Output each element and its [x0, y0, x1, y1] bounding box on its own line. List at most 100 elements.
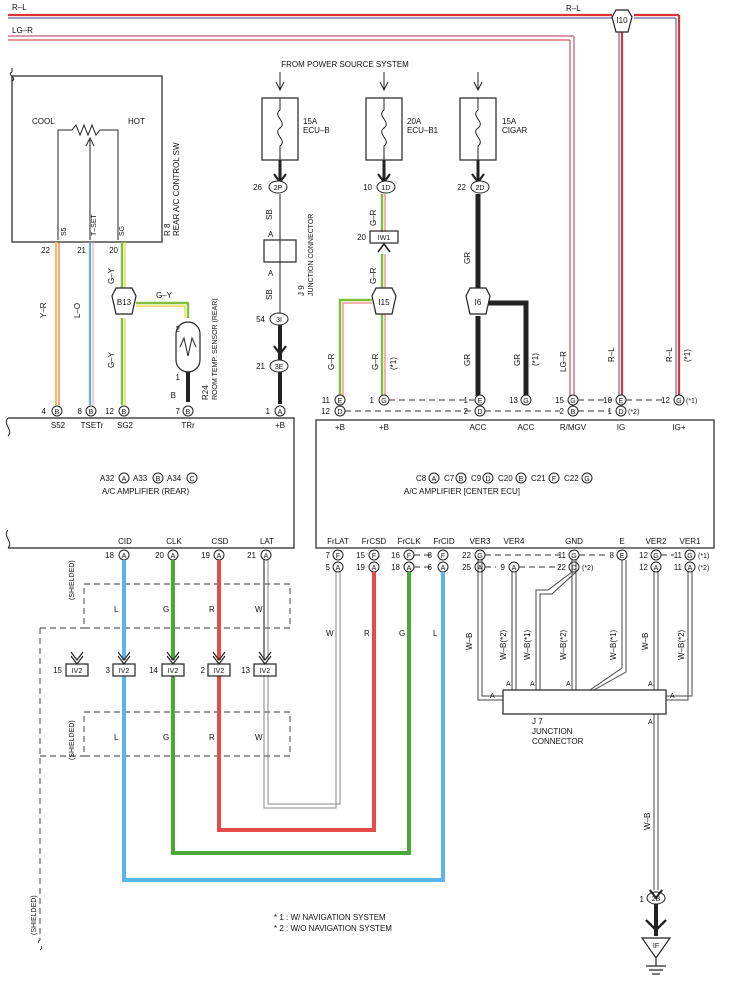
svg-text:SG2: SG2 — [117, 421, 134, 430]
svg-text:(SHIELDED): (SHIELDED) — [31, 895, 38, 935]
svg-text:19: 19 — [356, 563, 365, 572]
svg-text:G: G — [676, 398, 681, 405]
svg-text:1: 1 — [176, 373, 181, 382]
svg-text:A: A — [432, 476, 437, 483]
svg-text:22: 22 — [557, 563, 566, 572]
svg-text:E: E — [478, 398, 483, 405]
svg-text:A: A — [407, 565, 412, 572]
svg-text:B: B — [55, 409, 60, 416]
svg-text:W–B: W–B — [465, 633, 474, 650]
svg-text:11: 11 — [674, 551, 683, 560]
svg-text:IG+: IG+ — [672, 423, 685, 432]
svg-text:FrCLK: FrCLK — [397, 537, 421, 546]
svg-text:20: 20 — [155, 551, 164, 560]
svg-text:GR: GR — [463, 354, 472, 366]
svg-text:A: A — [171, 553, 176, 560]
svg-text:B: B — [89, 409, 94, 416]
svg-text:R24: R24 — [201, 385, 210, 400]
i10-connector: I10 — [611, 9, 633, 33]
svg-text:VER1: VER1 — [680, 537, 701, 546]
svg-text:G–Y: G–Y — [107, 267, 116, 284]
svg-text:G: G — [570, 398, 575, 405]
svg-text:W–B(*1): W–B(*1) — [523, 629, 532, 660]
svg-text:CONNECTOR: CONNECTOR — [532, 737, 584, 746]
svg-text:G: G — [163, 605, 169, 614]
svg-text:A: A — [654, 565, 659, 572]
svg-text:A: A — [688, 565, 693, 572]
svg-text:F: F — [372, 553, 376, 560]
svg-text:22: 22 — [462, 551, 471, 560]
svg-text:VER4: VER4 — [504, 537, 525, 546]
svg-text:IV2: IV2 — [72, 668, 83, 675]
svg-text:26: 26 — [253, 183, 262, 192]
svg-text:A: A — [122, 476, 127, 483]
shield-boxes: (SHIELDED) (SHIELDED) (SHIELDED) — [31, 560, 291, 951]
svg-text:VER3: VER3 — [470, 537, 491, 546]
svg-text:2: 2 — [176, 325, 181, 334]
svg-text:13: 13 — [241, 666, 250, 675]
svg-text:15: 15 — [53, 666, 62, 675]
svg-text:A: A — [530, 681, 535, 688]
wire-label-rl: R–L — [12, 3, 27, 12]
svg-text:G–R: G–R — [327, 353, 336, 370]
j7-junction-connector: A A A A A A A J 7 JUNCTION CONNECTOR — [490, 681, 675, 746]
svg-text:A: A — [264, 553, 269, 560]
svg-text:COOL: COOL — [32, 117, 55, 126]
svg-text:W: W — [255, 605, 263, 614]
svg-text:2: 2 — [560, 407, 565, 416]
svg-text:F: F — [552, 476, 556, 483]
svg-text:IV2: IV2 — [260, 668, 271, 675]
svg-text:W: W — [255, 733, 263, 742]
svg-text:CLK: CLK — [166, 537, 182, 546]
center-feed-wires: G–R G–R G–R G–R (*1) GR GR GR (*1) LG–R … — [327, 194, 692, 396]
svg-text:54: 54 — [256, 315, 265, 324]
svg-text:+B: +B — [335, 423, 345, 432]
rear-amp-bottom-pins: 18 A 20 A 19 A 21 A — [105, 549, 272, 561]
svg-text:2D: 2D — [476, 185, 485, 192]
svg-text:C9: C9 — [471, 474, 482, 483]
svg-text:Y–R: Y–R — [39, 302, 48, 318]
svg-text:W–B(*2): W–B(*2) — [559, 629, 568, 660]
svg-text:ECU–B: ECU–B — [303, 126, 330, 135]
svg-text:A: A — [670, 693, 675, 700]
svg-text:A: A — [268, 269, 274, 278]
svg-text:TSETr: TSETr — [81, 421, 104, 430]
svg-text:S5: S5 — [61, 227, 68, 236]
svg-text:F: F — [407, 553, 411, 560]
svg-text:E: E — [619, 398, 624, 405]
svg-text:REAR A/C CONTROL SW: REAR A/C CONTROL SW — [172, 142, 181, 236]
fuse-ecu-b: 15A ECU–B 26 2P — [253, 72, 330, 194]
svg-text:G: G — [399, 629, 405, 638]
svg-text:C22: C22 — [564, 474, 579, 483]
svg-text:A: A — [648, 719, 653, 726]
svg-text:LG–R: LG–R — [559, 351, 568, 372]
i6-connector: I6 — [465, 287, 491, 315]
ground-if: 1 2B IF — [640, 889, 672, 975]
svg-text:(*1): (*1) — [531, 353, 540, 366]
svg-text:1: 1 — [370, 396, 375, 405]
svg-text:7: 7 — [176, 407, 181, 416]
svg-text:2P: 2P — [274, 185, 283, 192]
svg-text:A33: A33 — [133, 474, 148, 483]
svg-text:12: 12 — [639, 551, 648, 560]
svg-text:G–Y: G–Y — [156, 291, 173, 300]
svg-text:8: 8 — [610, 551, 615, 560]
svg-text:IV2: IV2 — [168, 668, 179, 675]
svg-text:A: A — [122, 553, 127, 560]
svg-text:FrCSD: FrCSD — [362, 537, 387, 546]
iw1-connector: 20 IW1 — [357, 230, 399, 253]
svg-text:FrCID: FrCID — [433, 537, 455, 546]
svg-text:1: 1 — [608, 407, 613, 416]
svg-text:L: L — [114, 605, 119, 614]
svg-text:16: 16 — [391, 551, 400, 560]
svg-text:(*1): (*1) — [389, 357, 398, 370]
svg-text:B: B — [571, 409, 576, 416]
svg-text:20A: 20A — [407, 117, 422, 126]
svg-text:T–SET: T–SET — [91, 213, 98, 236]
svg-text:W–B(*2): W–B(*2) — [499, 629, 508, 660]
svg-text:12: 12 — [321, 407, 330, 416]
svg-text:R 8: R 8 — [163, 223, 172, 236]
svg-text:A: A — [478, 565, 483, 572]
svg-text:G: G — [687, 553, 692, 560]
svg-text:R: R — [209, 605, 215, 614]
